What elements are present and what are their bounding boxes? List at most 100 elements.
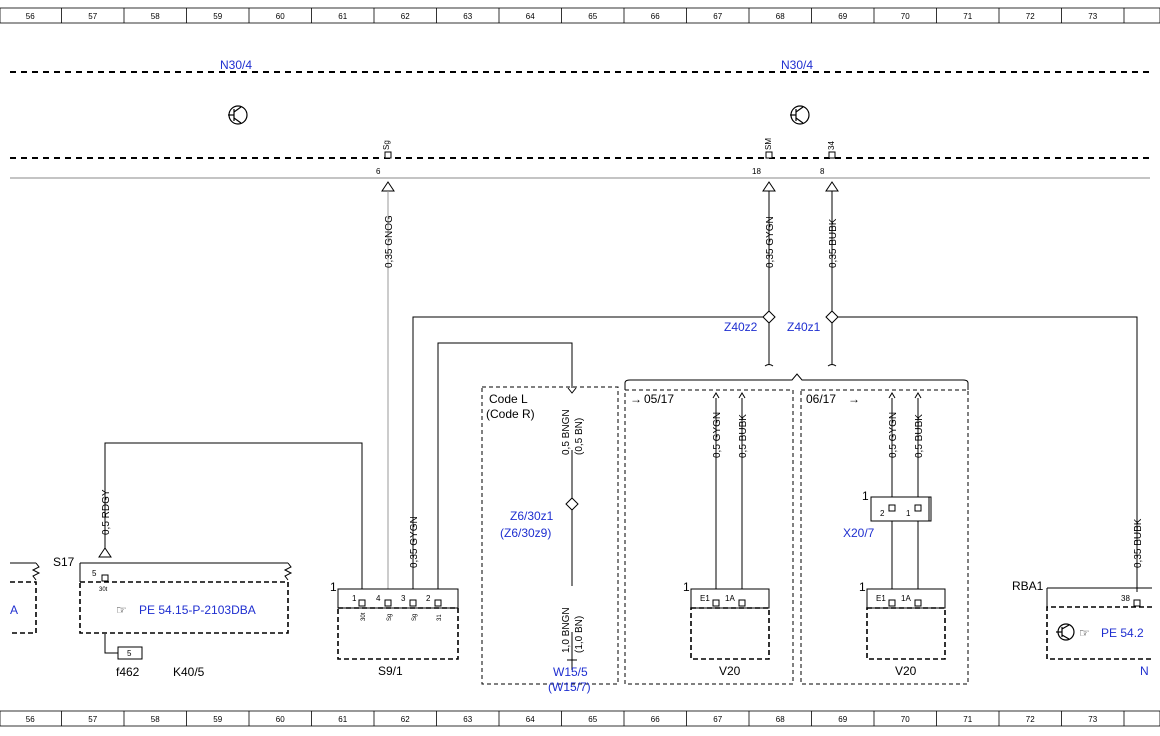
- pin-number-label: 38: [1121, 594, 1130, 603]
- variant-brace: [624, 373, 969, 390]
- splice-z6: Z6/30z1 (Z6/30z9): [500, 497, 579, 540]
- ruler-column-number: 73: [1088, 715, 1097, 724]
- ground-label: W15/5: [553, 665, 588, 679]
- wire-label-bn: (1,0 BN): [574, 616, 585, 653]
- variant-box-06-17: [800, 389, 969, 685]
- module-label-right: N30/4: [781, 58, 813, 72]
- pin-number-label: 3: [401, 594, 406, 603]
- connector-x20-7: 2 1 1 X20/7: [843, 489, 932, 540]
- splice-label: (Z6/30z9): [500, 526, 551, 540]
- ruler-column-number: 61: [338, 12, 347, 21]
- component-label: S9/1: [378, 664, 403, 678]
- splice-label: Z6/30z1: [510, 509, 554, 523]
- ruler-column-number: 72: [1026, 12, 1035, 21]
- ruler-column-number: 70: [901, 715, 910, 724]
- pin-signal-label: Sg: [387, 614, 393, 621]
- ruler-column-number: 71: [963, 715, 972, 724]
- ruler-column-number: 69: [838, 715, 847, 724]
- component-s17: S17 5 30t ☞ PE 54.15-P-2103DBA 5 f462 K4…: [53, 547, 293, 679]
- component-v20-right: E1 1A 1 V20: [859, 580, 946, 678]
- ruler-column-number: 59: [213, 715, 222, 724]
- pin-number-label: 6: [376, 167, 381, 176]
- pin-number-label: 1: [352, 594, 357, 603]
- pin-connector-8: 34 8: [820, 141, 839, 192]
- ruler-column-number: 58: [151, 715, 160, 724]
- pin-number-label: 1A: [725, 594, 735, 603]
- pin-number-label: 8: [820, 167, 825, 176]
- fuse-value: 5: [127, 649, 132, 658]
- pin-signal-label: 34: [827, 141, 836, 150]
- component-left-cutoff: A: [10, 562, 41, 634]
- splice-label: Z40z2: [724, 320, 758, 334]
- component-label: V20: [719, 664, 741, 678]
- wire-label-gygn: 0,35 GYGN: [765, 216, 776, 268]
- transistor-icon: [1056, 623, 1075, 641]
- ruler-column-number: 69: [838, 12, 847, 21]
- variant-label: 05/17: [644, 392, 674, 406]
- wire-label-bubk: 0,5 BUBK: [738, 414, 749, 458]
- wire-label-bn: (0,5 BN): [574, 418, 585, 455]
- component-label: A: [10, 603, 18, 617]
- pin-number-label: 1: [906, 509, 911, 518]
- pin-signal-label: 31: [437, 614, 443, 621]
- pin-connector-6: Sg 6: [376, 140, 395, 192]
- ruler-column-number: 63: [463, 12, 472, 21]
- ruler-column-number: 57: [88, 12, 97, 21]
- ruler-column-number: 68: [776, 12, 785, 21]
- pin-number-label: E1: [876, 594, 886, 603]
- ruler-column-number: 65: [588, 12, 597, 21]
- pin-number-label: 18: [752, 167, 761, 176]
- component-label: N: [1140, 664, 1149, 678]
- ruler-column-number: 71: [963, 12, 972, 21]
- pin-number-label: 1A: [901, 594, 911, 603]
- ruler-column-number: 73: [1088, 12, 1097, 21]
- code-label-alt: (Code R): [486, 407, 535, 421]
- ruler-column-number: 58: [151, 12, 160, 21]
- ruler-column-number: 64: [526, 715, 535, 724]
- connector-index: 1: [683, 580, 690, 594]
- variant-arrow-icon: →: [848, 392, 860, 406]
- ruler-column-number: 56: [26, 715, 35, 724]
- wire-label-gygn: 0,5 GYGN: [888, 412, 899, 458]
- ruler-column-number: 66: [651, 12, 660, 21]
- wire-label-gygn: 0,35 GYGN: [409, 516, 420, 568]
- component-label: RBA1: [1012, 579, 1044, 593]
- variant-arrow-icon: →: [630, 392, 642, 406]
- ruler-column-number: 66: [651, 715, 660, 724]
- pin-number-label: 4: [376, 594, 381, 603]
- pin-signal-label: SM: [764, 138, 773, 150]
- pin-signal-label: Sg: [412, 614, 418, 621]
- variant-label: 06/17: [806, 392, 836, 406]
- ruler-column-number: 56: [26, 12, 35, 21]
- wire-label-gygn: 0,5 GYGN: [712, 412, 723, 458]
- ground-label-alt: (W15/7): [548, 680, 591, 694]
- pin-number-label: 2: [426, 594, 431, 603]
- wire-paths: [104, 191, 1138, 660]
- reference-link[interactable]: PE 54.2: [1101, 626, 1144, 640]
- wire-labels: 0,35 GNOG 0,35 GYGN 0,35 BUBK 0,5 RDGY 0…: [101, 215, 1144, 653]
- pin-signal-label: 30t: [361, 612, 367, 621]
- ruler-column-number: 67: [713, 12, 722, 21]
- connector-label: X20/7: [843, 526, 875, 540]
- pin-number-label: E1: [700, 594, 710, 603]
- wire-label-bngn: 1,0 BNGN: [561, 607, 572, 653]
- pin-number-label: 2: [880, 509, 885, 518]
- ruler-column-number: 62: [401, 715, 410, 724]
- ruler-column-number: 62: [401, 12, 410, 21]
- reference-link[interactable]: PE 54.15-P-2103DBA: [139, 603, 256, 617]
- connector-index: 1: [862, 489, 869, 503]
- ruler-column-number: 65: [588, 715, 597, 724]
- wire-label-bubk: 0,5 BUBK: [914, 414, 925, 458]
- code-variant-box: [481, 386, 619, 685]
- component-label: S17: [53, 555, 75, 569]
- ruler-column-number: 60: [276, 715, 285, 724]
- wire-label-bngn: 0,5 BNGN: [561, 409, 572, 455]
- connector-index: 1: [330, 580, 337, 594]
- component-rba1: RBA1 38 ☞ PE 54.2 N: [1012, 579, 1152, 678]
- component-v20-left: E1 1A 1 V20: [683, 580, 770, 678]
- ruler-column-number: 63: [463, 715, 472, 724]
- ruler-column-number: 67: [713, 715, 722, 724]
